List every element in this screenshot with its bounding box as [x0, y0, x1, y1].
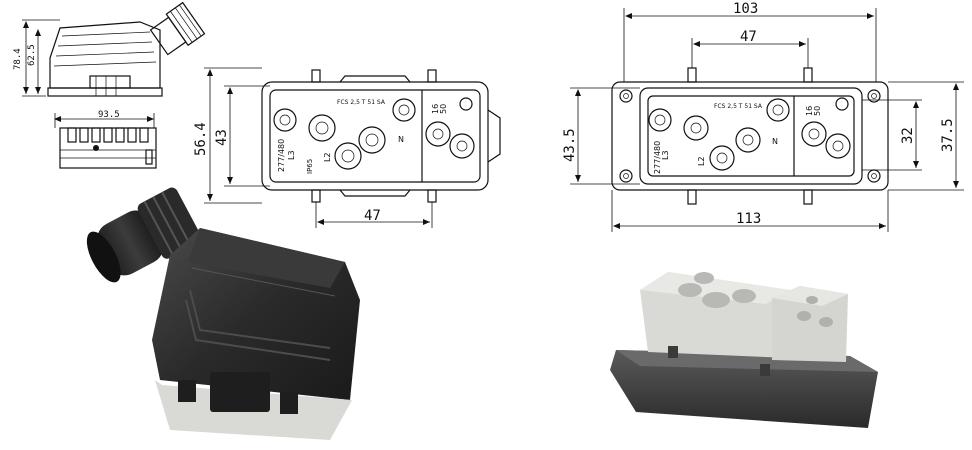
dim-height-inner: 62.5 [27, 44, 37, 66]
label-l3-right: L3 [661, 150, 670, 160]
dim-height-outer-right: 37.5 [940, 118, 956, 152]
label-ip65: IP65 [306, 159, 314, 174]
contacts-right [648, 97, 851, 171]
housing-outer [261, 81, 489, 191]
label-50: 50 [439, 104, 448, 114]
label-l3: L3 [287, 150, 296, 160]
flange-outer [611, 81, 889, 191]
front-view-left: FCS 2,5 T 51 SA 277/480 IP65 L3 L2 16 50… [193, 67, 501, 228]
contacts-left [273, 97, 475, 170]
plan-outline [59, 127, 157, 169]
dim-pitch-left: 47 [364, 208, 381, 224]
label-n-right: N [772, 137, 778, 146]
dim-pitch-right: 47 [740, 29, 757, 45]
housing-insert-photo [610, 272, 878, 428]
label-l2: L2 [323, 152, 332, 162]
dim-height-inner-right: 32 [900, 127, 916, 144]
label-l2-right: L2 [697, 156, 706, 166]
hood-outline [49, 21, 161, 89]
label-277-right: 277/480 [653, 141, 662, 174]
dim-height-inner-left: 43 [214, 129, 230, 146]
label-50-right: 50 [813, 106, 822, 116]
front-view-right: FCS 2,5 T 51 SA 277/480 L3 L2 16 50 N 10… [562, 1, 964, 232]
label-fcs: FCS 2,5 T 51 SA [337, 99, 386, 106]
dim-width-top: 103 [733, 1, 758, 17]
label-16-right: 16 [805, 106, 814, 116]
label-277: 277/480 [277, 139, 286, 172]
dim-length: 93.5 [98, 110, 120, 120]
dim-height-outer: 78.4 [13, 48, 23, 70]
label-n: N [398, 135, 404, 144]
cable-gland-side [149, 1, 206, 56]
dim-width-bottom: 113 [736, 211, 761, 227]
plan-view-drawing: 93.5 [54, 110, 157, 169]
base-plate [47, 87, 163, 97]
dim-height-outer-left: 56.4 [193, 122, 209, 156]
dim-height-left-right: 43.5 [562, 128, 578, 162]
hood-connector-photo [86, 187, 360, 440]
label-fcs-right: FCS 2,5 T 51 SA [714, 103, 763, 110]
side-view-drawing: 78.4 62.5 [13, 1, 206, 97]
label-16: 16 [431, 104, 440, 114]
